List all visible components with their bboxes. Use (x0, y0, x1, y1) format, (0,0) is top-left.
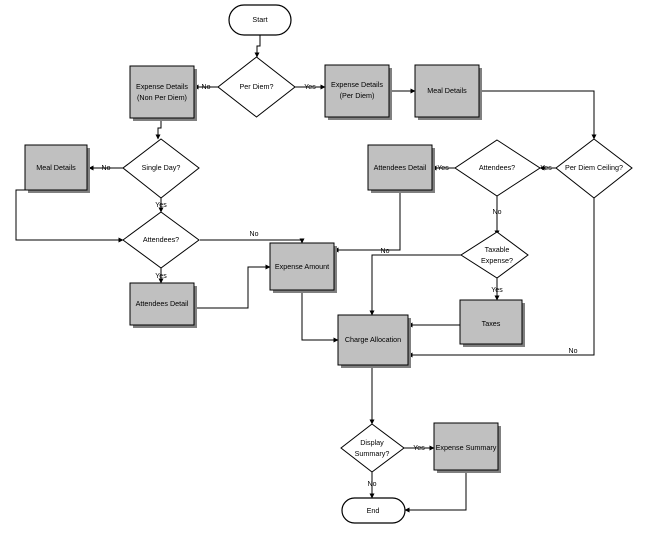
node-expense-details-per-diem-line1: Expense Details (331, 80, 383, 89)
edge-attendees-detail-right-to-expense-amount (333, 190, 401, 253)
node-expense-details-non-per-diem[interactable]: Expense Details (Non Per Diem) (129, 65, 197, 121)
node-attendees-right-label: Attendees? (479, 163, 515, 172)
edge-start-to-per-diem (254, 35, 261, 58)
node-attendees-left-decision[interactable]: Attendees? (122, 211, 200, 269)
node-charge-allocation[interactable]: Charge Allocation (337, 314, 411, 368)
node-expense-details-per-diem-line2: (Per Diem) (340, 91, 375, 100)
node-display-summary-line2: Summary? (355, 449, 390, 458)
node-start-label: Start (252, 15, 267, 24)
node-taxes-label: Taxes (482, 319, 501, 328)
edge-label-single-day-no: No (102, 165, 111, 172)
node-meal-details-left-label: Meal Details (36, 163, 76, 172)
edge-label-display-summary-yes: Yes (413, 445, 425, 452)
node-display-summary-decision[interactable]: Display Summary? (340, 423, 405, 473)
edge-label-ceiling-yes: Yes (540, 165, 552, 172)
node-per-diem-ceiling-label: Per Diem Ceiling? (565, 163, 623, 172)
connectors (15, 35, 597, 513)
node-display-summary-line1: Display (360, 438, 384, 447)
edge-labels: No Yes No Yes No Yes Yes No Yes No No Ye… (102, 84, 578, 488)
edge-label-per-diem-no: No (202, 84, 211, 91)
edge-expense-summary-to-end (404, 470, 467, 513)
node-meal-details-right-label: Meal Details (427, 86, 467, 95)
node-attendees-detail-left[interactable]: Attendees Detail (129, 282, 197, 328)
edge-label-attendees-right-yes: Yes (437, 165, 449, 172)
node-attendees-detail-left-label: Attendees Detail (136, 299, 189, 308)
node-charge-allocation-label: Charge Allocation (345, 335, 401, 344)
node-taxes[interactable]: Taxes (459, 299, 525, 347)
edge-exp-nonperdiem-to-singleday (155, 118, 162, 140)
node-expense-details-non-per-diem-line2: (Non Per Diem) (137, 93, 187, 102)
node-taxable-expense-decision[interactable]: Taxable Expense? (460, 231, 529, 279)
edge-attendees-left-no (200, 238, 305, 244)
node-expense-amount-label: Expense Amount (275, 262, 329, 271)
edge-expense-amount-to-charge-allocation (301, 290, 339, 343)
node-expense-summary-label: Expense Summary (436, 443, 497, 452)
edge-label-display-summary-no: No (368, 481, 377, 488)
edge-label-attendees-left-yes: Yes (155, 273, 167, 280)
node-attendees-detail-right[interactable]: Attendees Detail (367, 144, 435, 193)
edge-meal-to-ceiling (479, 90, 597, 140)
edge-label-taxable-yes: Yes (491, 287, 503, 294)
node-start[interactable]: Start (228, 4, 292, 36)
edge-label-per-diem-yes: Yes (304, 84, 316, 91)
node-attendees-right-decision[interactable]: Attendees? (454, 139, 541, 197)
edge-meal-left-to-attendees (15, 189, 124, 243)
node-attendees-left-label: Attendees? (143, 235, 179, 244)
node-end[interactable]: End (341, 497, 406, 524)
edge-ceiling-no (407, 198, 595, 358)
node-expense-details-per-diem[interactable]: Expense Details (Per Diem) (324, 64, 392, 120)
edge-attendees-detail-left-to-expense-amount (194, 264, 271, 309)
node-per-diem-ceiling-decision[interactable]: Per Diem Ceiling? (555, 138, 633, 199)
node-per-diem-label: Per Diem? (240, 82, 274, 91)
node-meal-details-right[interactable]: Meal Details (414, 64, 482, 120)
node-expense-amount[interactable]: Expense Amount (269, 242, 337, 293)
node-end-label: End (367, 506, 380, 515)
node-expense-summary[interactable]: Expense Summary (433, 422, 501, 473)
edge-label-ceiling-no: No (569, 348, 578, 355)
node-meal-details-left[interactable]: Meal Details (24, 144, 90, 193)
node-per-diem-decision[interactable]: Per Diem? (217, 56, 296, 118)
edge-label-taxable-no: No (381, 248, 390, 255)
node-single-day-label: Single Day? (142, 163, 181, 172)
node-taxable-expense-line1: Taxable (485, 245, 510, 254)
edge-label-attendees-right-no: No (493, 209, 502, 216)
node-attendees-detail-right-label: Attendees Detail (374, 163, 427, 172)
node-single-day-decision[interactable]: Single Day? (122, 138, 200, 199)
edge-label-single-day-yes: Yes (155, 202, 167, 209)
edge-taxable-no (369, 254, 461, 316)
node-expense-details-non-per-diem-line1: Expense Details (136, 82, 188, 91)
node-taxable-expense-line2: Expense? (481, 256, 513, 265)
edge-label-attendees-left-no: No (250, 231, 259, 238)
